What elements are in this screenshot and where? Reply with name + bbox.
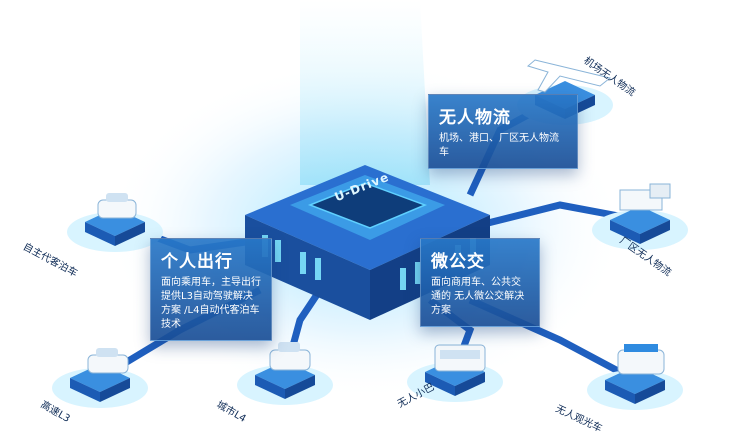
sightseeing-car-icon <box>617 344 665 375</box>
airplane-icon <box>526 59 612 93</box>
panel-transit-desc: 面向商用车、公共交通的 无人微公交解决方案 <box>431 277 525 316</box>
panel-transit-title: 微公交 <box>431 252 485 272</box>
panel-personal-title: 个人出行 <box>161 252 233 272</box>
panel-personal-desc: 面向乘用车，主导出行 提供L3自动驾驶解决方案 /L4自动代客泊车技术 <box>161 277 261 330</box>
panel-logistics: 无人物流 机场、港口、厂区无人物流 车 <box>428 94 578 169</box>
panel-personal: 个人出行 面向乘用车，主导出行 提供L3自动驾驶解决方案 /L4自动代客泊车技术 <box>150 238 272 341</box>
car-icon-city <box>269 342 311 371</box>
panel-logistics-desc: 机场、港口、厂区无人物流 车 <box>439 133 559 158</box>
car-icon-valet <box>97 193 137 219</box>
light-beam <box>300 0 430 185</box>
minibus-icon <box>434 344 486 372</box>
truck-icon <box>619 183 671 211</box>
panel-transit: 微公交 面向商用车、公共交通的 无人微公交解决方案 <box>420 238 540 327</box>
car-icon-highway <box>87 348 129 374</box>
panel-logistics-title: 无人物流 <box>439 108 511 128</box>
